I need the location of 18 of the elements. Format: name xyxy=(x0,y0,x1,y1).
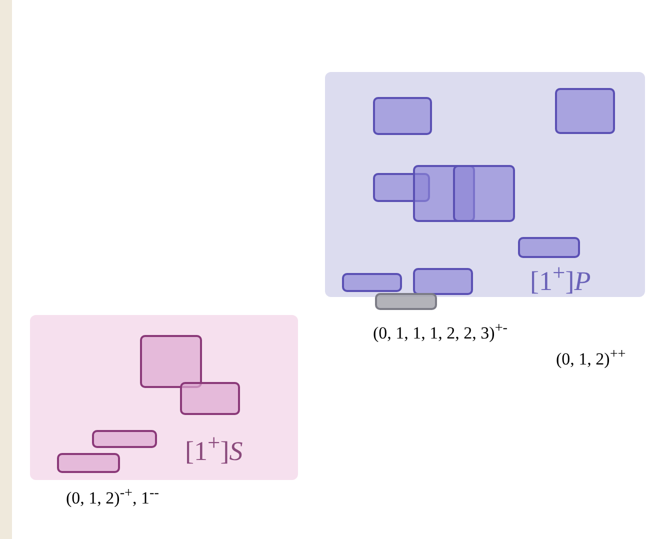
level-box xyxy=(373,97,432,135)
level-box xyxy=(180,382,240,415)
multiplet-label: [1$^{+}$]S xyxy=(185,432,243,465)
quantum-number-label: (0, 1, 2)$^{-+}$, 1$^{--}$ xyxy=(66,486,159,507)
level-box xyxy=(413,268,473,295)
level-box xyxy=(140,335,202,388)
level-box xyxy=(57,453,120,473)
quantum-number-label: (0, 1, 2)$^{++}$ xyxy=(556,347,626,368)
multiplet-panel xyxy=(30,315,298,480)
quantum-number-label: (0, 1, 1, 1, 2, 2, 3)$^{+-}$ xyxy=(373,321,508,342)
level-box xyxy=(453,165,515,222)
multiplet-panel xyxy=(325,72,645,297)
level-box xyxy=(518,237,580,258)
level-box xyxy=(555,88,615,134)
level-box xyxy=(342,273,402,292)
level-box xyxy=(92,430,157,448)
level-box xyxy=(375,293,437,310)
multiplet-label: [1$^{+}$]P xyxy=(530,262,591,295)
